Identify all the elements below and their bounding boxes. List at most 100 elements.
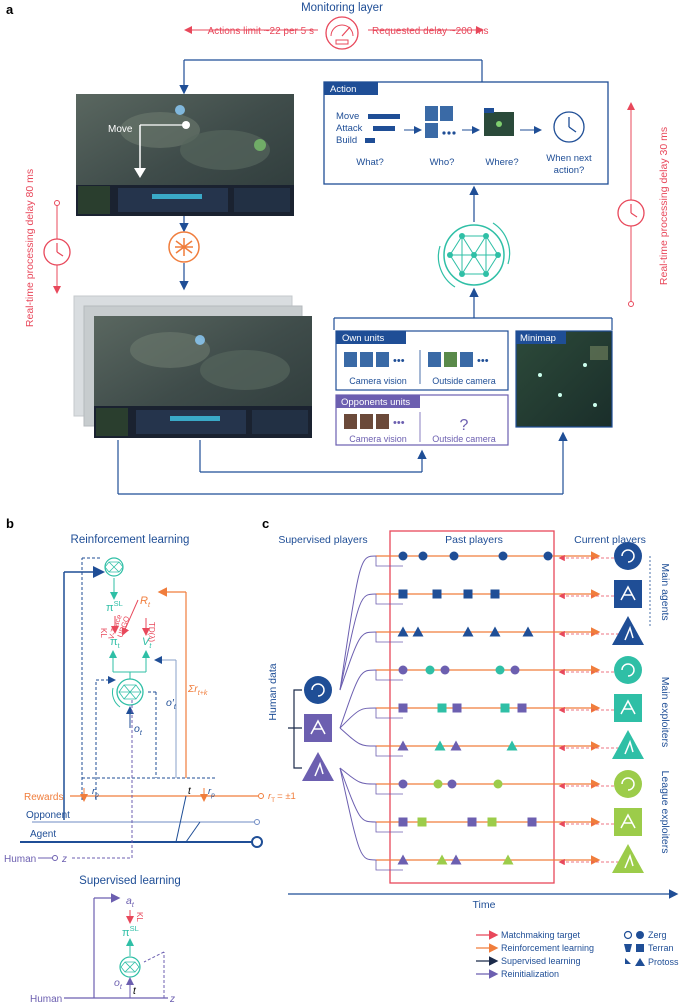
sup-link-5 [339, 727, 377, 747]
own-units-title: Own units [342, 333, 384, 344]
snapshot-0-0 [398, 551, 408, 561]
snapshot-5-1 [434, 740, 446, 751]
past-players-box [389, 530, 555, 884]
snapshot-2-2 [462, 626, 474, 637]
unit-portraits-who [425, 106, 456, 138]
snapshot-4-0 [398, 703, 408, 713]
snapshot-3-3 [495, 665, 505, 675]
time-label: Time [473, 899, 496, 911]
supervised-terran-badge-glyph [310, 719, 326, 735]
snapshot-3-4 [510, 665, 520, 675]
opponent-units-title: Opponents units [341, 397, 410, 408]
stopwatch-icon-right [617, 199, 645, 227]
o-t-label: ot [134, 723, 143, 737]
snapshot-5-0 [397, 740, 409, 751]
sl-network-icon-2 [119, 956, 141, 978]
league-rows [288, 542, 644, 873]
snapshot-1-3 [490, 589, 500, 599]
legend-zerg: Zerg [648, 930, 667, 940]
snapshot-5-2 [450, 740, 462, 751]
sum-r-label: Σrt+k [187, 683, 208, 697]
a-t-label: at [126, 895, 135, 909]
legend-matchmaking: Matchmaking target [501, 930, 581, 940]
own-units-outside-label: Outside camera [432, 376, 496, 386]
past-players-title: Past players [445, 534, 503, 546]
map-location-where [484, 108, 514, 136]
pi-t-label: πt [110, 636, 120, 650]
own-units-camera-dots: ••• [393, 355, 405, 367]
action-type-attack: Attack [336, 123, 363, 134]
o-t-prime-label: o′t [166, 697, 177, 711]
snapshot-8-3 [502, 854, 514, 865]
current-player-badge-5 [612, 730, 644, 759]
minimap-box [515, 330, 613, 428]
current-player-badge-4-glyph [620, 699, 636, 715]
current-player-badge-4 [614, 694, 642, 722]
zerg-icon [623, 930, 633, 940]
when-label-1: When next [546, 153, 592, 164]
panel-a-letter: a [6, 2, 14, 17]
game-screenshot-stack [73, 295, 312, 438]
snapshot-3-2 [440, 665, 450, 675]
legend-reinforcement: Reinforcement learning [501, 943, 594, 953]
panel-b-letter: b [6, 516, 14, 531]
supervised-players-title: Supervised players [278, 534, 367, 546]
sup-link-1 [339, 593, 377, 691]
actions-limit-label: Actions limit ~22 per 5 s [208, 26, 314, 37]
own-units-camera-label: Camera vision [349, 376, 407, 386]
current-player-badge-0 [614, 542, 642, 570]
v-t-label: Vt [142, 636, 152, 650]
reinit-line-5 [375, 746, 403, 757]
current-player-badge-2-glyph [624, 625, 634, 641]
sup-link-0 [339, 555, 377, 691]
t-label-sl: t [133, 986, 137, 997]
r-final-label: rT= ±1 [268, 791, 296, 804]
snapshot-7-1 [417, 817, 427, 827]
snapshot-4-2 [452, 703, 462, 713]
opponent-label: Opponent [26, 810, 70, 821]
supervised-protoss-badge-glyph [314, 761, 324, 777]
sup-link-4 [339, 707, 377, 729]
snapshot-4-4 [517, 703, 527, 713]
rewards-label: Rewards [24, 792, 63, 803]
supervised-protoss-badge [302, 752, 334, 781]
snapshot-1-1 [432, 589, 442, 599]
move-label: Move [108, 124, 133, 135]
monitoring-layer-title: Monitoring layer [301, 2, 383, 14]
snapshot-5-3 [506, 740, 518, 751]
current-player-badge-7-glyph [620, 813, 636, 829]
rl-network-icon [112, 678, 144, 708]
supervised-terran-badge [304, 714, 332, 742]
rt-delay-right-label: Real-time processing delay 30 ms [658, 127, 670, 285]
snapshot-7-4 [527, 817, 537, 827]
snapshot-3-0 [398, 665, 408, 675]
snapshot-2-4 [522, 626, 534, 637]
legend-reinit: Reinitialization [501, 969, 559, 979]
speedometer-icon [325, 16, 359, 50]
rl-title: Reinforcement learning [71, 534, 190, 546]
human-data-arrows [288, 689, 302, 769]
where-label: Where? [485, 157, 518, 168]
human-label-sl: Human [30, 994, 62, 1005]
snapshot-8-1 [436, 854, 448, 865]
rt-delay-left-label: Real-time processing delay 80 ms [24, 169, 36, 327]
terran-icon [624, 944, 632, 952]
neural-network-icon [437, 222, 511, 288]
snapshot-3-1 [425, 665, 435, 675]
opponent-units-outside-label: Outside camera [432, 434, 496, 444]
reinit-line-6 [375, 784, 403, 795]
protoss-icon [625, 958, 631, 964]
snapshot-7-0 [398, 817, 408, 827]
o-t-label-sl: ot [114, 977, 123, 991]
supervised-zerg-badge [304, 676, 332, 704]
who-label: Who? [430, 157, 455, 168]
opponent-units-camera-portraits [344, 414, 389, 429]
r-t-label: Rt [140, 595, 151, 609]
snapshot-1-2 [463, 589, 473, 599]
opponent-units-dots: ••• [393, 417, 405, 429]
panel-c-letter: c [262, 516, 269, 531]
snapshot-8-0 [397, 854, 409, 865]
legend-protoss: Protoss [648, 957, 679, 967]
snapshot-0-3 [498, 551, 508, 561]
